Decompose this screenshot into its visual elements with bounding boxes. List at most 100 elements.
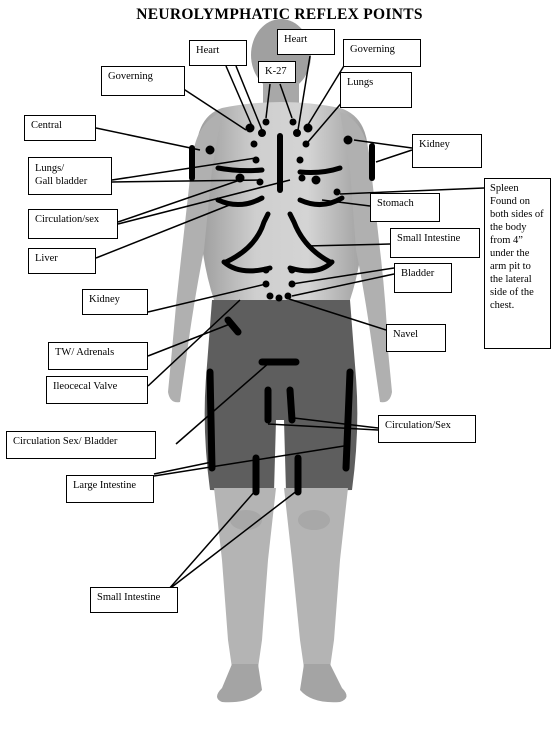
small-intestine-curve: [287, 211, 333, 265]
leader-line: [175, 361, 271, 445]
leader-line: [297, 55, 311, 131]
leader-line: [265, 83, 271, 119]
leader-line: [117, 179, 241, 223]
label-central: Central: [24, 115, 96, 141]
reflex-dot: [262, 266, 270, 274]
leader-line: [111, 157, 257, 181]
label-bladder: Bladder: [394, 263, 452, 293]
reflex-dot: [275, 294, 283, 302]
label-lungs-gallbladder-line1: Lungs/: [35, 163, 65, 174]
leader-line: [279, 83, 293, 119]
reflex-dot: [311, 175, 321, 185]
label-kidney-lower: Kidney: [82, 289, 148, 315]
page-title: NEUROLYMPHATIC REFLEX POINTS: [136, 6, 423, 23]
reflex-dot: [266, 292, 274, 300]
reflex-dot: [293, 129, 301, 137]
leader-line: [95, 127, 201, 151]
label-heart-right: Heart: [277, 29, 335, 55]
left-leg: [214, 488, 276, 668]
small-intestine-curve: [223, 211, 271, 265]
reflex-dot: [245, 123, 255, 133]
rib-arc: [297, 195, 345, 207]
leader-line: [235, 65, 263, 131]
label-spleen: Spleen Found on both sides of the body f…: [484, 178, 551, 349]
leader-line: [293, 417, 379, 429]
left-arm: [168, 112, 222, 403]
inner-thigh-bar: [286, 386, 296, 424]
leader-line: [305, 243, 391, 247]
leader-line: [117, 179, 291, 225]
leader-line: [305, 55, 351, 129]
label-small-intestine-lower: Small Intestine: [90, 587, 178, 613]
label-lungs-gallbladder-line2: Gall bladder: [35, 176, 88, 187]
leader-line: [285, 297, 387, 331]
body-silhouette: [168, 19, 392, 703]
right-arm: [340, 112, 392, 403]
leader-line: [95, 203, 233, 259]
label-lungs-gallbladder: Lungs/ Gall bladder: [28, 157, 112, 195]
reflex-dot: [205, 145, 215, 155]
label-circulation-sex-right: Circulation/Sex: [378, 415, 476, 443]
leader-line: [353, 139, 413, 149]
reflex-dot: [333, 188, 341, 196]
leader-line: [267, 423, 379, 431]
label-large-intestine: Large Intestine: [66, 475, 154, 503]
hip-marker: [224, 316, 242, 336]
label-tw-adrenals: TW/ Adrenals: [48, 342, 148, 370]
label-small-intestine-upper: Small Intestine: [390, 228, 480, 258]
shorts: [204, 300, 358, 492]
label-ileocecal-valve: Ileocecal Valve: [46, 376, 148, 404]
leader-line: [307, 99, 345, 143]
label-governing-top: Governing: [343, 39, 421, 67]
left-foot: [217, 664, 262, 703]
reflex-markers: [189, 118, 375, 496]
reflex-dot: [288, 266, 296, 274]
leader-lines: [95, 55, 485, 591]
right-knee: [298, 510, 330, 530]
right-foot: [300, 664, 347, 703]
reflex-dot: [298, 174, 306, 182]
leader-line: [147, 299, 241, 387]
label-governing-left: Governing: [101, 66, 185, 96]
reflex-dot: [296, 156, 304, 164]
chest-arc: [215, 165, 265, 174]
reflex-dot: [262, 118, 270, 126]
thigh-bar: [342, 368, 354, 472]
label-circulation-sex-bladder: Circulation Sex/ Bladder: [6, 431, 156, 459]
chest-arc: [297, 165, 343, 175]
leader-line: [181, 87, 247, 131]
reflex-dot: [258, 129, 266, 137]
reflex-dot: [289, 118, 297, 126]
leader-line: [147, 283, 267, 313]
leader-line: [153, 461, 213, 475]
leader-line: [167, 489, 257, 591]
leader-line: [225, 65, 253, 127]
right-leg: [284, 488, 348, 668]
thigh-bar: [206, 368, 216, 472]
torso: [196, 102, 368, 300]
leader-line: [339, 187, 485, 195]
leader-line: [291, 267, 395, 285]
label-k27: K-27: [258, 61, 296, 83]
leader-line: [321, 199, 371, 207]
leader-line: [111, 179, 261, 183]
leader-line: [153, 445, 345, 477]
label-lungs: Lungs: [340, 72, 412, 108]
left-knee: [230, 510, 262, 530]
leader-line: [291, 273, 395, 297]
reflex-dot: [343, 135, 353, 145]
leader-line: [147, 323, 231, 357]
reflex-dot: [302, 140, 310, 148]
label-heart-left: Heart: [189, 40, 247, 66]
rib-arc: [215, 195, 265, 207]
reflex-dot: [250, 140, 258, 148]
leader-line: [167, 489, 299, 591]
label-kidney-upper: Kidney: [412, 134, 482, 168]
label-navel: Navel: [386, 324, 446, 352]
leader-line: [375, 149, 413, 163]
label-liver: Liver: [28, 248, 96, 274]
label-circulation-sex-upper: Circulation/sex: [28, 209, 118, 239]
label-stomach: Stomach: [370, 193, 440, 222]
